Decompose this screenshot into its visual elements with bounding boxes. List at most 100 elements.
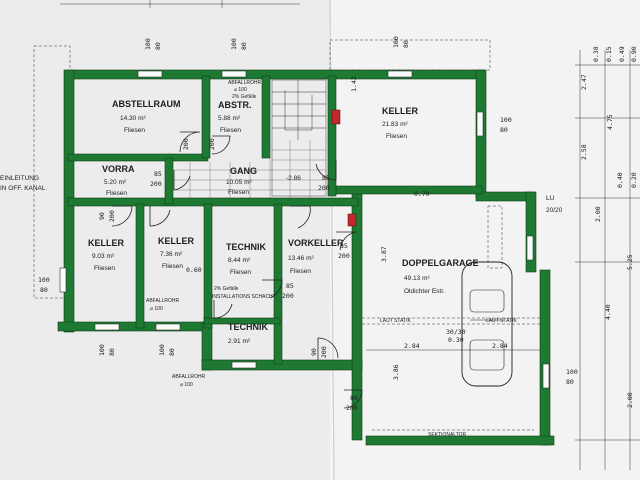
lu-dim: 20/20 (546, 207, 563, 214)
dim-200-right: 2.00 (594, 206, 602, 222)
dim-049: 0.49 (618, 46, 626, 62)
car-body (461, 261, 513, 387)
dim-label: 200 (108, 210, 116, 222)
dim-090: 0.90 (630, 46, 638, 62)
dim-label: 80 (154, 42, 162, 50)
window-garage-right (526, 235, 534, 261)
wall-technik-right (273, 203, 283, 365)
room-abstellraum: ABSTELLRAUM 14.30 m² Fliesen (112, 99, 181, 134)
abfallrohr-mid-label: ABFALLROHR (146, 298, 179, 304)
gang-tile-grid (174, 140, 326, 198)
wall-garage-bottom (365, 435, 555, 446)
window-garage-right-b (542, 363, 550, 389)
dim-label: 100 (230, 38, 238, 50)
dim-label: 85 (154, 170, 162, 178)
room-floor: Fliesen (386, 133, 407, 140)
room-name: DOPPELGARAGE (402, 258, 479, 268)
room-name: TECHNIK (228, 322, 268, 332)
room-area: 7.36 m² (160, 251, 183, 258)
wall-abstr-left (201, 75, 211, 159)
room-area: 13.46 m² (288, 255, 314, 262)
wall-abstell-bottom (67, 153, 209, 162)
door-vorkeller-garage (336, 231, 357, 251)
level-label: -2.86 (286, 175, 301, 182)
dim-440: 4.40 (604, 304, 612, 320)
door-keller-b (149, 206, 171, 227)
room-floor: Fliesen (162, 263, 183, 270)
room-floor: Fliesen (220, 127, 241, 134)
statik-a-label: LAUT STATIK (380, 318, 412, 324)
abfallrohr-bottom-dn: ⌀ 100 (180, 382, 193, 388)
room-area: 21.83 m² (382, 121, 408, 128)
dim-label: 200 (346, 404, 358, 412)
dim-label: 90 (310, 348, 318, 356)
dim-label: 85 (322, 174, 330, 182)
dim-label: 0.70 (414, 190, 430, 198)
garage-column-hatch (487, 205, 503, 269)
dim-label: 200 (318, 184, 330, 192)
dim-label: 30/30 (446, 328, 466, 336)
dim-475: 4.75 (606, 114, 614, 130)
window-bottom-a (94, 323, 120, 331)
room-area: 5.88 m² (218, 115, 241, 122)
dim-label: 80 (40, 286, 48, 294)
room-floor: Fliesen (290, 268, 311, 275)
car-roof (469, 339, 505, 371)
room-floor: Fliesen (124, 127, 145, 134)
room-area: 10.05 m² (226, 179, 252, 186)
room-doppelgarage: DOPPELGARAGE 49.13 m² Oldichter Estr. (402, 258, 479, 295)
room-floor: Fliesen (94, 265, 115, 272)
doors (111, 131, 363, 409)
dim-040: 0.40 (616, 172, 624, 188)
gefaelle-label: 2% Gefälle (232, 94, 257, 100)
wall-vorra-right (164, 157, 174, 205)
dim-label: 85 (340, 242, 348, 250)
dim-label: 100 (144, 38, 152, 50)
room-area: 2.91 m² (228, 338, 251, 345)
room-area: 49.13 m² (404, 275, 430, 282)
red-marker-icon (331, 109, 341, 125)
dim-label: 200 (150, 180, 162, 188)
room-name: KELLER (158, 236, 195, 246)
stair-outline (271, 79, 327, 197)
room-floor: Fliesen (106, 190, 127, 197)
room-abstr: ABSTR. 5.88 m² Fliesen (218, 100, 252, 134)
dim-label: 3.86 (392, 364, 400, 380)
dim-247: 2.47 (580, 74, 588, 90)
dim-020: 0.20 (630, 172, 638, 188)
installationsschacht-label: INSTALLATIONS SCHACHT (212, 294, 276, 300)
window-abstr (221, 70, 247, 78)
dim-label: 80 (350, 394, 358, 402)
room-name: GANG (230, 166, 257, 176)
statik-b-label: LAUT STATIK (486, 318, 518, 324)
room-name: ABSTR. (218, 100, 252, 110)
dim-label: 1.42 (350, 76, 358, 92)
dim-label: 2.84 (404, 342, 420, 350)
window-abstellraum (137, 70, 163, 78)
door-technik (262, 279, 283, 299)
room-floor: Oldichter Estr. (404, 288, 445, 295)
door-keller-top (315, 160, 337, 181)
room-vorra: VORRA 5.20 m² Fliesen (102, 164, 135, 197)
dim-015: 0.15 (605, 46, 613, 62)
room-technik-b: TECHNIK 2.91 m² (228, 322, 268, 345)
dim-label: 80 (168, 348, 176, 356)
door-keller-a (111, 205, 133, 227)
dim-label: 100 (158, 344, 166, 356)
windows (59, 70, 550, 389)
room-area: 9.03 m² (92, 253, 115, 260)
door-technik-small (213, 300, 233, 319)
dim-258: 2.58 (580, 144, 588, 160)
room-name: KELLER (88, 238, 125, 248)
dim-label: 100 (500, 116, 512, 124)
wall-gang-bottom (67, 197, 359, 207)
room-floor: Fliesen (228, 189, 249, 196)
dim-label: 100 (392, 36, 400, 48)
room-floor: Fliesen (230, 269, 251, 276)
dim-label: 80 (240, 42, 248, 50)
door-vorkeller (290, 205, 311, 229)
room-keller-top: KELLER 21.83 m² Fliesen (382, 106, 419, 140)
dimension-labels: 100 80 100 80 100 80 100 80 100 80 100 8… (38, 36, 578, 412)
dim-label: 200 (338, 252, 350, 260)
